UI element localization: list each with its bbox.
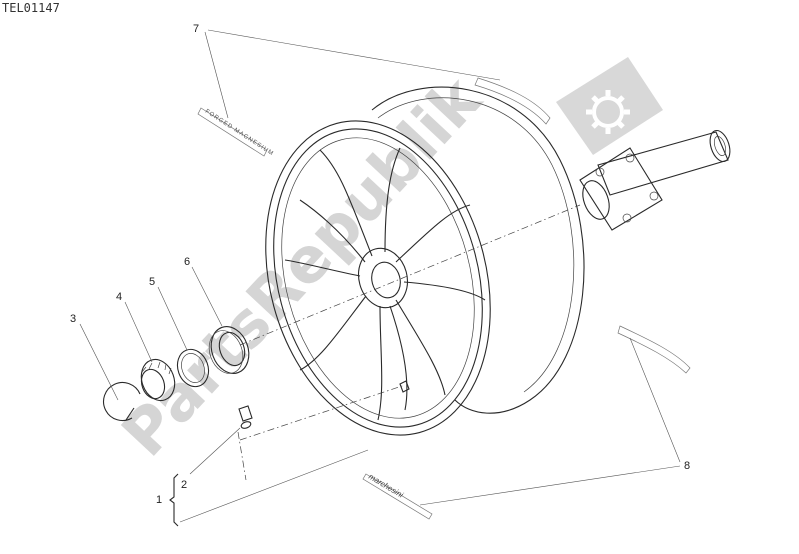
marchesini-decal: marchesini: [362, 472, 433, 520]
forged-magnesium-decal: FORGED MAGNESIUM: [197, 107, 275, 158]
callout-2: 2: [181, 479, 187, 491]
leader-lines: [79, 29, 681, 527]
callout-6: 6: [184, 256, 190, 268]
assembly-axis: [237, 204, 581, 481]
gear-icon: [556, 57, 663, 155]
bearing-nut: [140, 358, 176, 402]
callout-8: 8: [684, 460, 690, 472]
callout-3: 3: [70, 313, 76, 325]
callout-5: 5: [149, 276, 155, 288]
callout-4: 4: [116, 291, 122, 303]
forged-decal-text: FORGED MAGNESIUM: [204, 109, 275, 158]
rim-stripe-decal: [474, 77, 551, 125]
watermark: PartsRepublik: [108, 57, 663, 470]
watermark-text: PartsRepublik: [108, 61, 496, 470]
front-wheel: [265, 86, 585, 436]
wheel-axle: [579, 129, 731, 231]
circlip: [103, 381, 141, 422]
marchesini-decal-text: marchesini: [367, 472, 405, 500]
valve-bolt: [238, 405, 253, 429]
rim-stripe-decal-lower: [617, 325, 691, 374]
drawing-code: TEL01147: [2, 1, 60, 15]
callout-1: 1: [156, 494, 162, 506]
spacer-ring: [176, 348, 210, 388]
callout-numbers: 7 3 4 5 6 2 1 8: [70, 23, 690, 506]
callout-7: 7: [193, 23, 199, 35]
dust-seal: [208, 326, 250, 374]
